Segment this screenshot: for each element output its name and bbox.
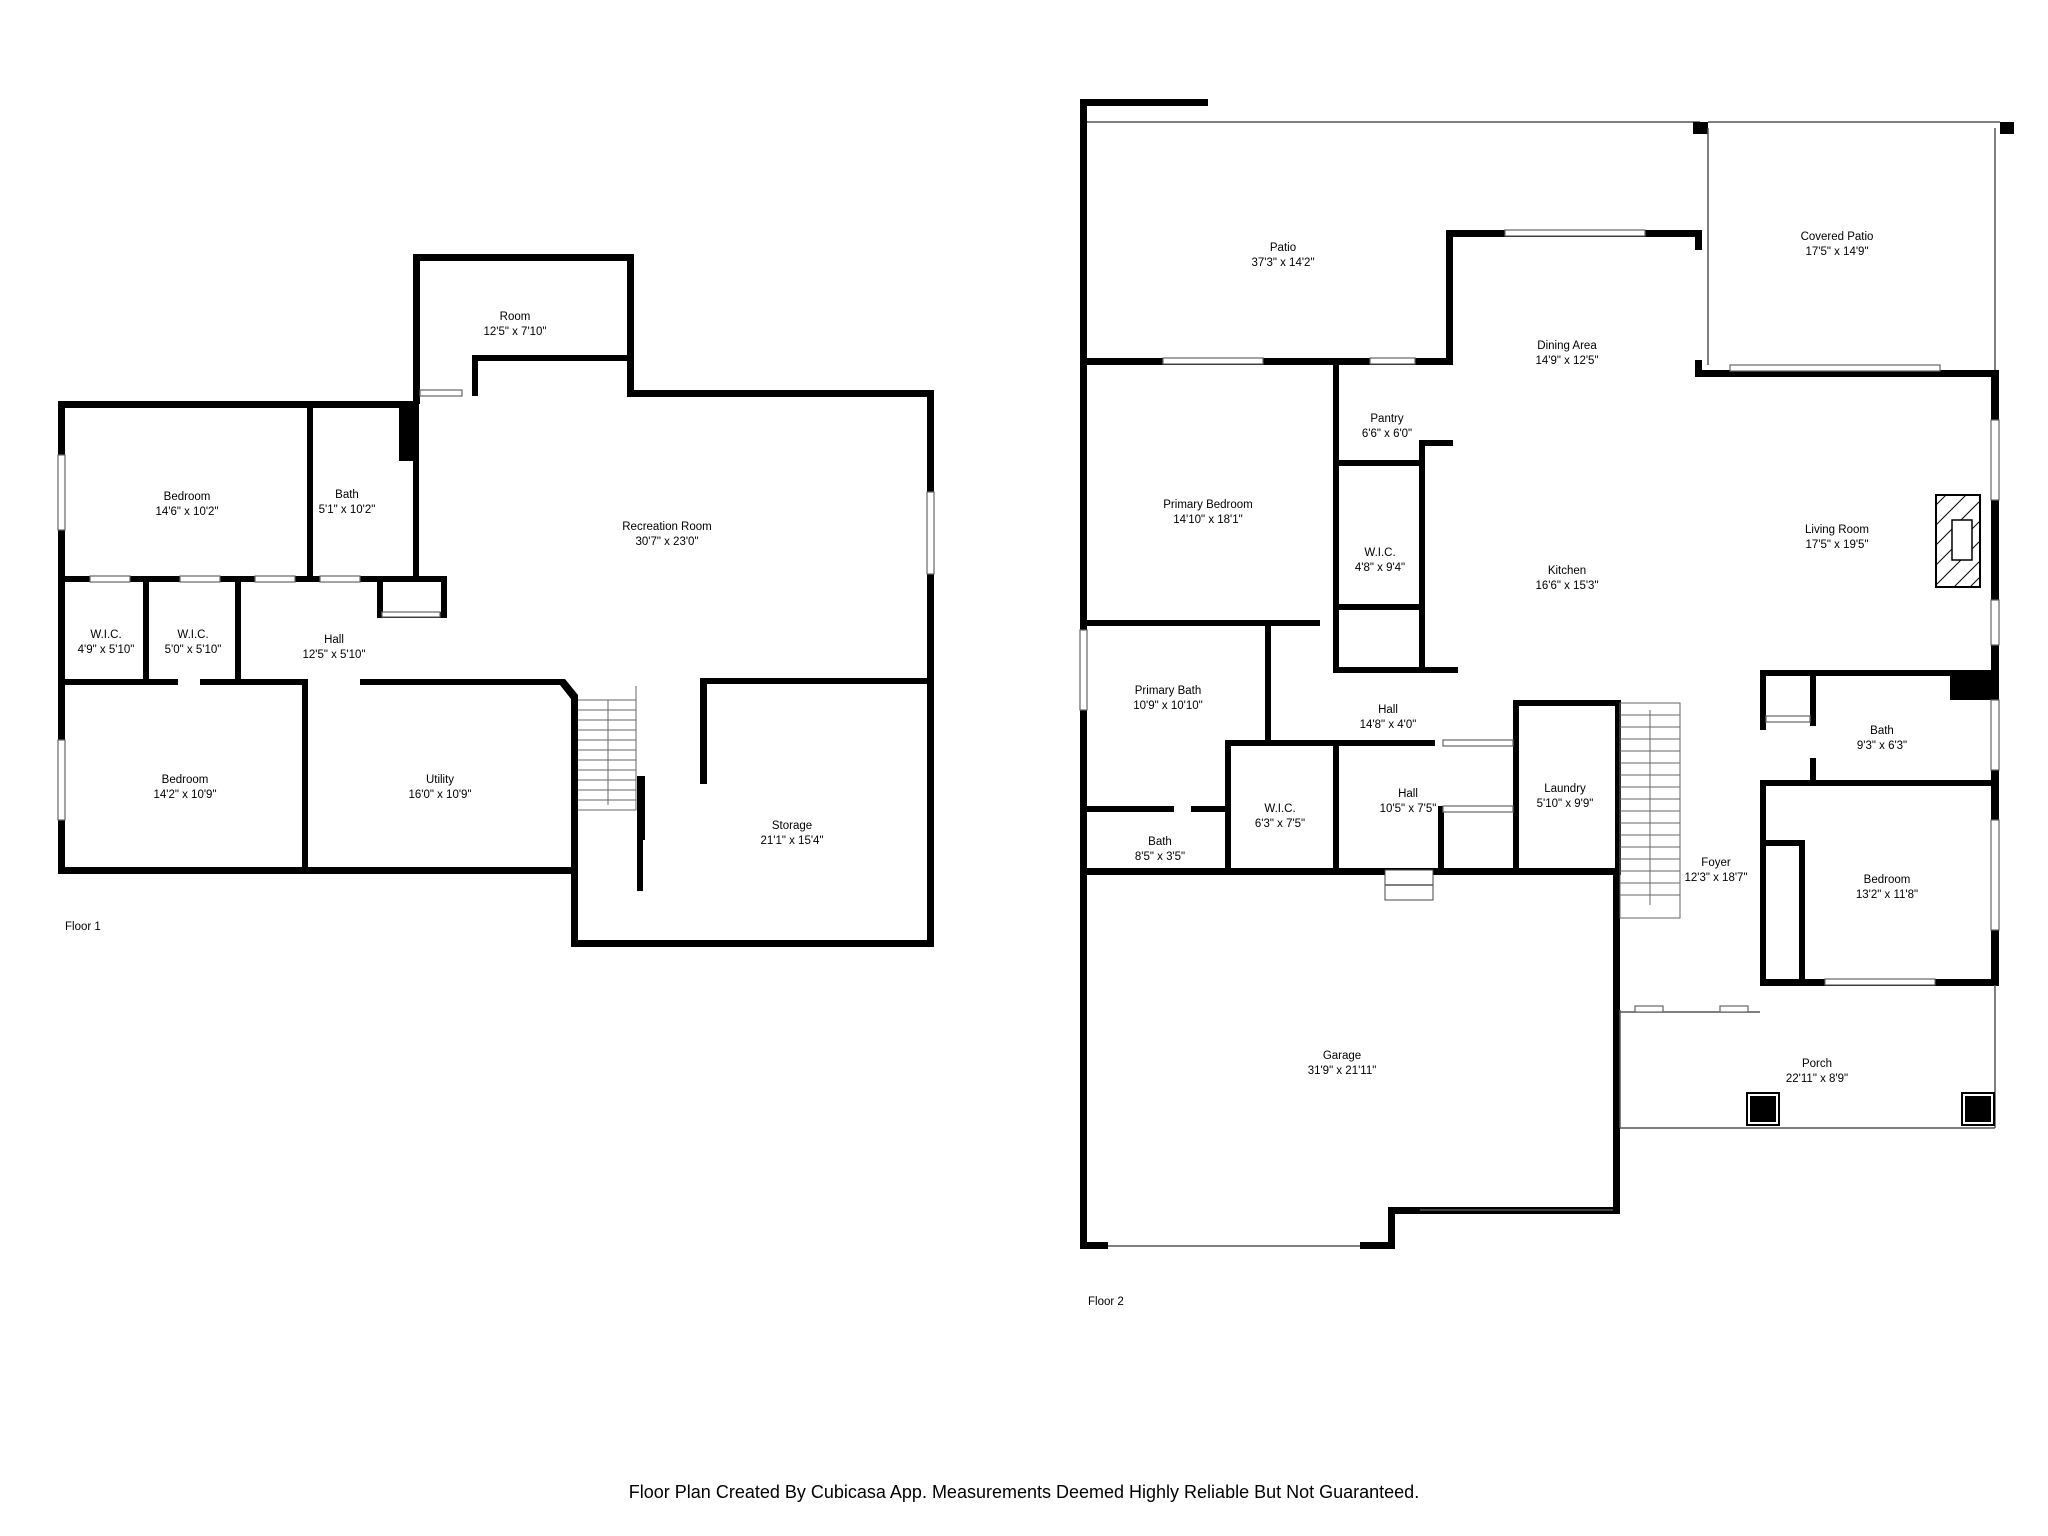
f1-wic1-name: W.I.C. <box>90 629 121 641</box>
f2-covered-patio-dims: 17'5" x 14'9" <box>1805 246 1868 258</box>
f1-bedroom2-dims: 14'2" x 10'9" <box>153 789 216 801</box>
f2-wic2-name: W.I.C. <box>1264 803 1295 815</box>
f2-living-name: Living Room <box>1805 524 1869 536</box>
f2-wic2-dims: 6'3" x 7'5" <box>1255 818 1305 830</box>
f2-pantry-dims: 6'6" x 6'0" <box>1362 428 1412 440</box>
f2-primary-bedroom-name: Primary Bedroom <box>1163 499 1252 511</box>
f1-recreation-dims: 30'7" x 23'0" <box>635 536 698 548</box>
floor1-plan: Room 12'5" x 7'10" Bedroom 14'6" x 10'2"… <box>57 254 935 947</box>
f2-porch-dims: 22'11" x 8'9" <box>1786 1073 1848 1085</box>
f2-bath2-name: Bath <box>1148 836 1172 848</box>
f2-hall2-name: Hall <box>1398 788 1418 800</box>
f2-wic-name: W.I.C. <box>1364 547 1395 559</box>
f2-bath1-dims: 9'3" x 6'3" <box>1857 740 1907 752</box>
disclaimer-text: Floor Plan Created By Cubicasa App. Meas… <box>628 1482 1420 1502</box>
f1-wic1-dims: 4'9" x 5'10" <box>78 644 135 656</box>
f1-bath-dims: 5'1" x 10'2" <box>319 504 376 516</box>
f2-patio-name: Patio <box>1270 242 1296 254</box>
f2-porch-name: Porch <box>1802 1058 1832 1070</box>
f1-recreation-name: Recreation Room <box>622 521 711 533</box>
f1-bedroom-dims: 14'6" x 10'2" <box>155 506 218 518</box>
f2-foyer-name: Foyer <box>1701 857 1731 869</box>
f2-garage-dims: 31'9" x 21'11" <box>1308 1065 1377 1077</box>
f2-laundry-dims: 5'10" x 9'9" <box>1537 798 1594 810</box>
f2-bedroom-name: Bedroom <box>1864 874 1911 886</box>
f2-hall1-name: Hall <box>1378 704 1398 716</box>
f1-wic2-name: W.I.C. <box>177 629 208 641</box>
f2-bedroom-dims: 13'2" x 11'8" <box>1856 889 1918 901</box>
f2-hall1-dims: 14'8" x 4'0" <box>1360 719 1417 731</box>
f1-hall-name: Hall <box>324 634 344 646</box>
f1-bath-name: Bath <box>335 489 359 501</box>
f1-room-name: Room <box>500 311 531 323</box>
f1-bedroom-name: Bedroom <box>164 491 211 503</box>
f2-hall2-dims: 10'5" x 7'5" <box>1380 803 1437 815</box>
f2-laundry-name: Laundry <box>1544 783 1586 795</box>
floor2-label: Floor 2 <box>1088 1296 1124 1308</box>
f2-primary-bath-name: Primary Bath <box>1135 685 1201 697</box>
f2-living-dims: 17'5" x 19'5" <box>1805 539 1868 551</box>
floor2-plan: Patio 37'3" x 14'2" Covered Patio 17'5" … <box>1079 99 2014 1308</box>
f1-hall-dims: 12'5" x 5'10" <box>302 649 365 661</box>
f2-covered-patio-name: Covered Patio <box>1801 231 1874 243</box>
f2-foyer-dims: 12'3" x 18'7" <box>1684 872 1747 884</box>
floor1-label: Floor 1 <box>65 921 101 933</box>
f2-kitchen-dims: 16'6" x 15'3" <box>1535 580 1598 592</box>
f1-wic2-dims: 5'0" x 5'10" <box>165 644 222 656</box>
f2-wic-dims: 4'8" x 9'4" <box>1355 562 1405 574</box>
f2-garage-name: Garage <box>1323 1050 1361 1062</box>
f1-bedroom2-name: Bedroom <box>162 774 209 786</box>
f2-patio-dims: 37'3" x 14'2" <box>1251 257 1314 269</box>
f1-room-dims: 12'5" x 7'10" <box>483 326 546 338</box>
f2-primary-bedroom-dims: 14'10" x 18'1" <box>1173 514 1242 526</box>
f2-primary-bath-dims: 10'9" x 10'10" <box>1133 700 1202 712</box>
f2-bath1-name: Bath <box>1870 725 1894 737</box>
f2-dining-dims: 14'9" x 12'5" <box>1535 355 1598 367</box>
f2-dining-name: Dining Area <box>1537 340 1597 352</box>
f1-utility-name: Utility <box>426 774 454 786</box>
f1-utility-dims: 16'0" x 10'9" <box>408 789 471 801</box>
f1-storage-name: Storage <box>772 820 812 832</box>
f2-kitchen-name: Kitchen <box>1548 565 1586 577</box>
f2-pantry-name: Pantry <box>1370 413 1403 425</box>
f2-bath2-dims: 8'5" x 3'5" <box>1135 851 1185 863</box>
f1-storage-dims: 21'1" x 15'4" <box>760 835 823 847</box>
